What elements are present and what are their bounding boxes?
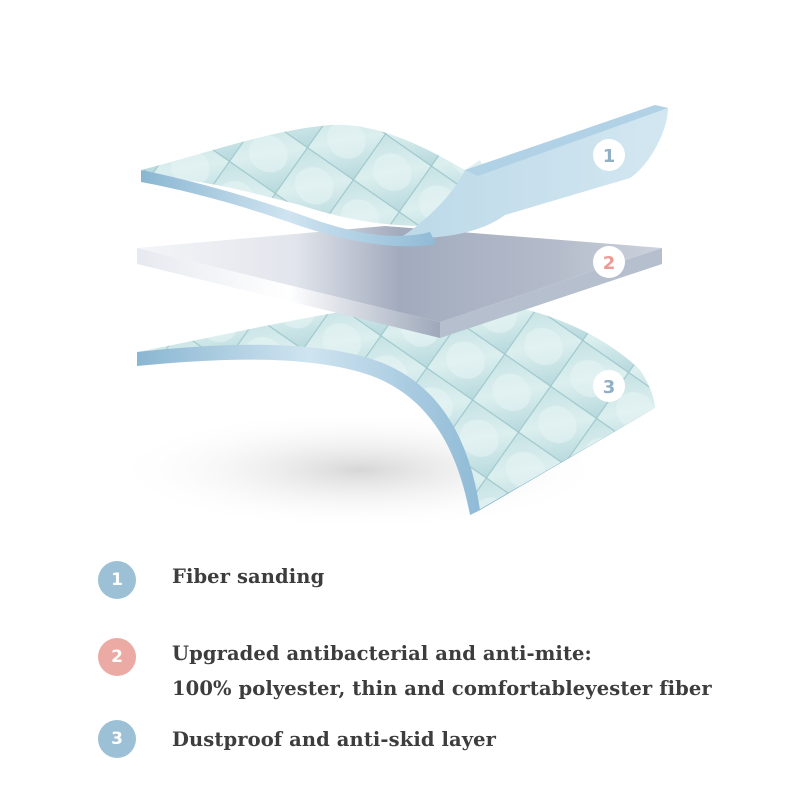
layer-3-bottom-quilted: [137, 299, 655, 515]
svg-text:2: 2: [603, 253, 616, 274]
layer-1-marker: 1: [593, 139, 625, 171]
layer-1-top-quilted: [141, 105, 668, 247]
legend-badge-1: 1: [98, 561, 136, 599]
legend-item-2-text-line-1: Upgraded antibacterial and anti-mite:: [172, 642, 592, 665]
layer-illustration: 1 2 3: [110, 105, 668, 530]
svg-text:3: 3: [603, 377, 616, 398]
svg-text:1: 1: [603, 146, 616, 167]
legend-item-3-text: Dustproof and anti-skid layer: [172, 728, 497, 751]
legend-badge-2: 2: [98, 638, 136, 676]
layer-2-marker: 2: [593, 246, 625, 278]
layer-3-marker: 3: [593, 370, 625, 402]
legend-item-1-text: Fiber sanding: [172, 565, 325, 588]
legend-badge-3: 3: [98, 720, 136, 758]
legend-item-2-text-line-2: 100% polyester, thin and comfortableyest…: [172, 677, 712, 700]
